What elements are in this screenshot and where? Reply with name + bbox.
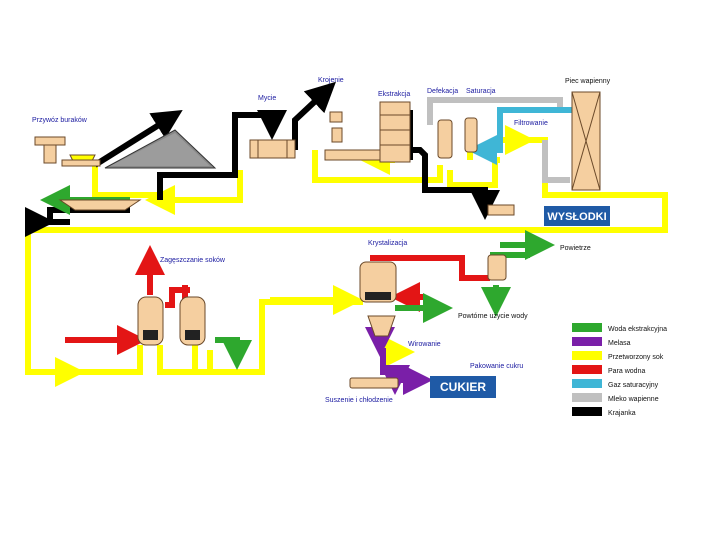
legend-swatch (572, 393, 602, 402)
legend-label: Melasa (608, 340, 631, 347)
legend-swatch (572, 365, 602, 374)
gas-flow (467, 107, 572, 165)
legend-label: Para wodna (608, 368, 645, 375)
legend-label: Przetworzony sok (608, 354, 664, 361)
legend-swatch (572, 379, 602, 388)
juice-flow-bottom (70, 285, 415, 375)
label-powietrze: Powietrze (560, 245, 591, 252)
label-saturacja: Saturacja (466, 88, 496, 95)
pulp-press (487, 204, 515, 216)
label-zageszczanie: Zagęszczanie soków (160, 257, 226, 264)
sugar-output-box: CUKIER (430, 376, 496, 398)
legend-swatch (572, 323, 602, 332)
label-przywoz: Przywóz buraków (32, 117, 88, 124)
legend-label: Krajanka (608, 410, 636, 417)
label-ekstrakcja: Ekstrakcja (378, 91, 410, 98)
legend-swatch (572, 407, 602, 416)
lime-kiln (571, 91, 601, 191)
evaporators (137, 296, 206, 346)
lime-milk-flow (427, 97, 570, 183)
label-piec: Piec wapienny (565, 78, 611, 85)
water-flow-bottom (215, 230, 555, 370)
legend-label: Woda ekstrakcyjna (608, 326, 667, 333)
extraction-tower (324, 101, 411, 163)
label-suszenie: Suszenie i chłodzenie (325, 397, 393, 404)
beet-pile (104, 129, 217, 169)
cooler (487, 254, 507, 281)
legend-swatch (572, 337, 602, 346)
label-wirowanie: Wirowanie (408, 341, 441, 348)
pulp-output-box: WYSŁODKI (544, 206, 610, 226)
label-filtrowanie: Filtrowanie (514, 120, 548, 127)
cutter (329, 111, 343, 143)
pulp-output-label: WYSŁODKI (547, 211, 606, 223)
crystallizer (359, 261, 397, 337)
label-powtorne: Powtórne użycie wody (458, 313, 528, 320)
legend-label: Mleko wapienne (608, 396, 659, 403)
settler (58, 199, 142, 211)
label-krojenie: Krojenie (318, 77, 344, 84)
label-defekacja: Defekacja (427, 88, 458, 95)
label-krystalizacja: Krystalizacja (368, 240, 407, 247)
label-pakowanie: Pakowanie cukru (470, 363, 523, 370)
defecation-tank (437, 119, 453, 159)
label-mycie: Mycie (258, 95, 276, 102)
dryer (349, 377, 399, 389)
saturation-tank (464, 117, 478, 153)
beet-unloading (34, 136, 101, 167)
legend-swatch (572, 351, 602, 360)
washer (249, 139, 296, 159)
sugar-output-label: CUKIER (440, 380, 486, 394)
legend-label: Gaz saturacyjny (608, 382, 659, 389)
